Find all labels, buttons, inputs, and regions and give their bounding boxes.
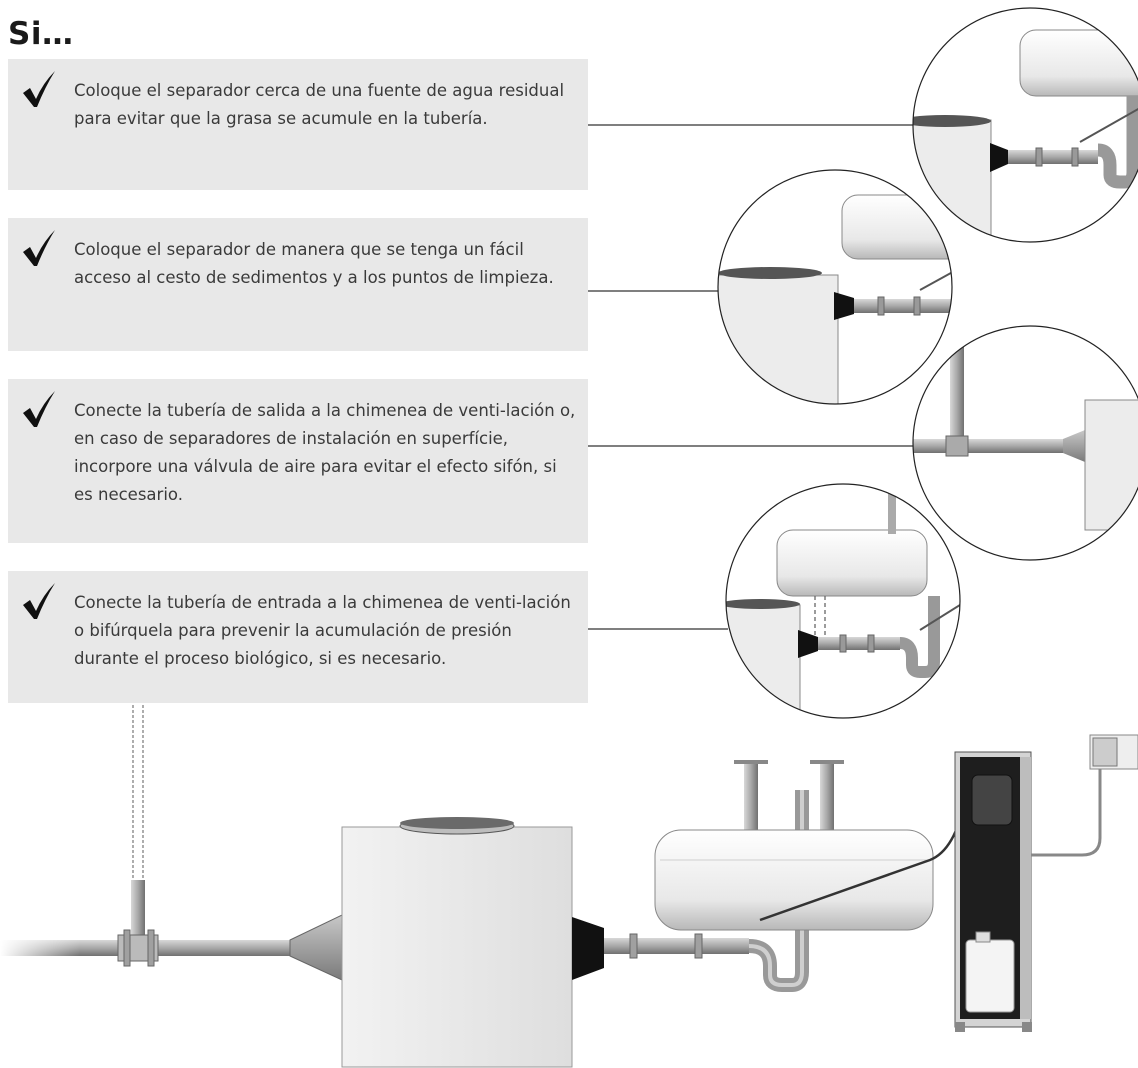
tip-text: Coloque el separador cerca de una fuente… bbox=[74, 81, 565, 128]
tip-text: Conecte la tubería de salida a la chimen… bbox=[74, 401, 576, 504]
sink bbox=[654, 760, 934, 931]
page-title: Si… bbox=[8, 16, 74, 52]
detail-circle-outlet-vent bbox=[913, 326, 1138, 560]
detail-circle-inlet-top bbox=[913, 8, 1138, 242]
leader-lines bbox=[588, 124, 913, 630]
detail-circle-inlet-vent bbox=[726, 484, 960, 718]
grease-separator-tank bbox=[341, 817, 573, 1068]
tip-text: Coloque el separador de manera que se te… bbox=[74, 240, 554, 287]
checkmark-icon bbox=[23, 71, 55, 107]
tip-box: Coloque el separador de manera que se te… bbox=[8, 218, 588, 351]
tip-text: Conecte la tubería de entrada a la chime… bbox=[74, 593, 571, 668]
inlet-pipe bbox=[572, 790, 809, 992]
checkmark-icon bbox=[23, 230, 55, 266]
tip-box: Conecte la tubería de entrada a la chime… bbox=[8, 571, 588, 703]
checkmark-icon bbox=[23, 391, 55, 427]
dosing-cabinet bbox=[954, 751, 1032, 1032]
outlet-pipe bbox=[0, 914, 343, 981]
tip-box: Conecte la tubería de salida a la chimen… bbox=[8, 379, 588, 543]
vent-pipe bbox=[131, 705, 145, 942]
detail-circle-access bbox=[718, 170, 952, 404]
tip-box: Coloque el separador cerca de una fuente… bbox=[8, 59, 588, 190]
power-socket bbox=[1031, 734, 1138, 857]
checkmark-icon bbox=[23, 583, 55, 619]
